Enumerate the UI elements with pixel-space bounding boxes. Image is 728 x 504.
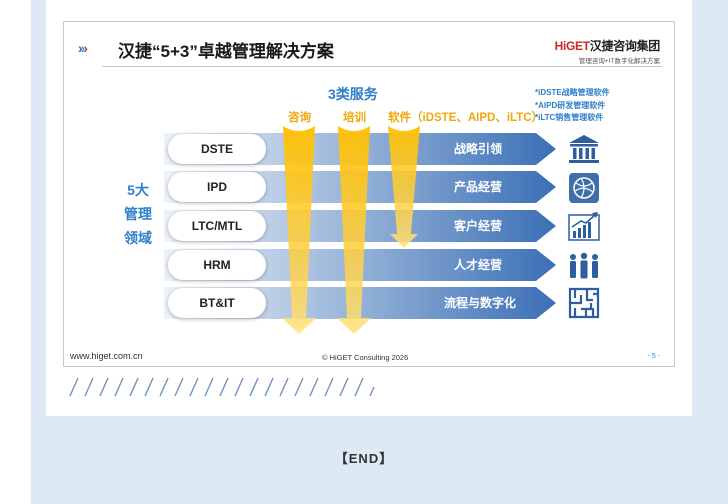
slide-title: 汉捷“5+3”卓越管理解决方案 <box>118 42 334 61</box>
software-notes: *iDSTE战略管理软件 *AIPD研发管理软件 *iLTC销售管理软件 <box>535 87 610 125</box>
band-outcome: 产品经营 <box>453 180 502 194</box>
higet-logo: HiGET汉捷咨询集团 管理咨询+IT数字化解决方案 <box>554 37 661 65</box>
hatch-decoration <box>69 377 375 397</box>
end-label: 【END】 <box>334 451 394 466</box>
domain-pill-ltc: LTC/MTL <box>168 211 266 241</box>
maze-icon <box>568 287 600 319</box>
footer-page-number: - 5 - <box>647 353 660 360</box>
domain-pill-dste: DSTE <box>168 134 266 164</box>
slide-image: ››› 汉捷“5+3”卓越管理解决方案 HiGET汉捷咨询集团 管理咨询+IT数… <box>63 21 675 367</box>
software-note: *AIPD研发管理软件 <box>535 100 606 110</box>
domain-pill-btit: BT&IT <box>168 288 266 318</box>
footer-url: www.higet.com.cn <box>70 351 143 361</box>
growth-chart-icon <box>568 212 600 241</box>
band-outcome: 人才经营 <box>453 258 502 272</box>
domain-label: 5大 管理 领域 <box>118 178 158 250</box>
software-note: *iDSTE战略管理软件 <box>535 88 610 97</box>
band-outcome: 战略引领 <box>453 142 502 156</box>
software-arrow <box>388 126 420 248</box>
chevron-icon: ››› <box>78 40 88 56</box>
service-label-consulting: 咨询 <box>288 112 311 124</box>
logo-name: 汉捷咨询集团 <box>589 39 661 53</box>
people-icon <box>570 252 598 279</box>
training-arrow <box>337 126 371 334</box>
consulting-arrow <box>282 126 316 334</box>
domain-label-line: 领域 <box>124 230 152 246</box>
domain-label-line: 管理 <box>124 206 152 222</box>
service-label-training: 培训 <box>343 112 366 124</box>
domain-pill-hrm: HRM <box>168 250 266 280</box>
bank-icon <box>569 135 599 163</box>
domain-pill-ipd: IPD <box>168 172 266 202</box>
footer-copyright: © HiGET Consulting 2026 <box>322 353 409 362</box>
software-note: *iLTC销售管理软件 <box>535 113 604 122</box>
service-arrows <box>282 126 420 334</box>
logo-tagline: 管理咨询+IT数字化解决方案 <box>578 58 660 65</box>
domain-label-line: 5大 <box>127 182 149 198</box>
services-title: 3类服务 <box>328 86 378 102</box>
band-outcome: 客户经营 <box>453 219 502 233</box>
logo-brand: HiGET <box>554 39 590 53</box>
band-outcome: 流程与数字化 <box>443 296 516 310</box>
service-label-software: 软件（iDSTE、AIPD、iLTC） <box>388 112 544 124</box>
title-divider <box>102 66 662 67</box>
globe-icon <box>569 173 599 203</box>
